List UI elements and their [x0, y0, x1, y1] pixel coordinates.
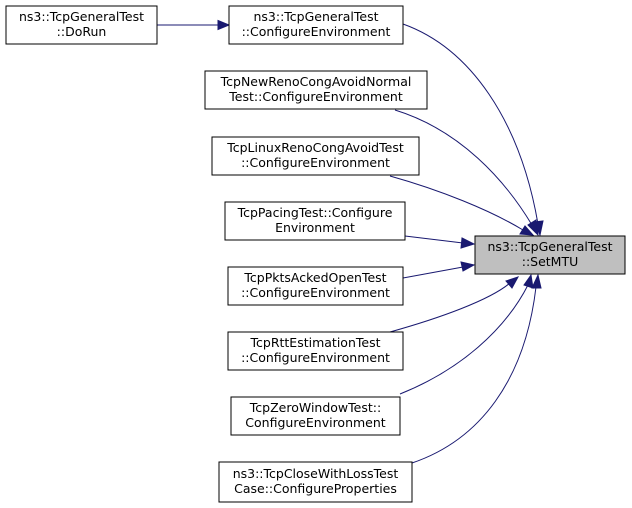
node-label-line2: ::ConfigureEnvironment	[241, 350, 390, 365]
edge-rttEstimation-to-setMTU	[389, 276, 520, 333]
node-setMTU-line1: ns3::TcpGeneralTest	[487, 239, 612, 254]
edge-doRun-to-configureEnvironment	[157, 19, 231, 31]
node-label-line2: ::ConfigureEnvironment	[242, 24, 391, 39]
node-label-line1: ns3::TcpGeneralTest	[253, 9, 378, 24]
node-doRun-line1: ns3::TcpGeneralTest	[19, 9, 144, 24]
node-closeWithLossTestCase[interactable]: ns3::TcpCloseWithLossTest Case::Configur…	[218, 461, 413, 503]
edge-pacing-to-setMTU	[404, 235, 476, 249]
node-label-line2: Case::ConfigureProperties	[234, 481, 397, 496]
node-label-line1: TcpNewRenoCongAvoidNormal	[220, 74, 412, 89]
node-newRenoCongAvoidNormal[interactable]: TcpNewRenoCongAvoidNormal Test::Configur…	[204, 70, 428, 110]
node-label-line2: Test::ConfigureEnvironment	[228, 89, 403, 104]
node-setMTU-line2: ::SetMTU	[522, 254, 579, 269]
node-label-line2: ConfigureEnvironment	[245, 415, 385, 430]
node-pacingTest[interactable]: TcpPacingTest::Configure Environment	[224, 201, 406, 241]
node-doRun[interactable]: ns3::TcpGeneralTest ::DoRun	[5, 5, 158, 45]
node-doRun-line2: ::DoRun	[57, 24, 107, 39]
node-zeroWindowTest[interactable]: TcpZeroWindowTest:: ConfigureEnvironment	[230, 396, 401, 436]
node-label-line1: TcpLinuxRenoCongAvoidTest	[226, 140, 404, 155]
node-label-line2: ::ConfigureEnvironment	[241, 155, 390, 170]
node-rttEstimationTest[interactable]: TcpRttEstimationTest ::ConfigureEnvironm…	[227, 331, 404, 371]
node-label-line2: Environment	[275, 220, 355, 235]
node-label-line1: TcpPacingTest::Configure	[237, 205, 393, 220]
node-label-line1: ns3::TcpCloseWithLossTest	[233, 466, 399, 481]
node-label-line1: TcpZeroWindowTest::	[249, 400, 381, 415]
edge-pktsAcked-to-setMTU	[402, 261, 476, 279]
node-label-line2: ::ConfigureEnvironment	[241, 285, 390, 300]
node-pktsAckedOpenTest[interactable]: TcpPktsAckedOpenTest ::ConfigureEnvironm…	[227, 266, 404, 306]
edge-generalTest-configureEnvironment-to-setMTU	[402, 23, 544, 237]
edge-zeroWindow-to-setMTU	[399, 273, 534, 395]
edge-newReno-to-setMTU	[394, 109, 539, 237]
node-generalTest-configureEnvironment[interactable]: ns3::TcpGeneralTest ::ConfigureEnvironme…	[228, 5, 404, 45]
node-label-line1: TcpRttEstimationTest	[250, 335, 381, 350]
edge-linuxReno-to-setMTU	[389, 175, 535, 236]
node-linuxRenoCongAvoid[interactable]: TcpLinuxRenoCongAvoidTest ::ConfigureEnv…	[211, 136, 420, 176]
node-label-line1: TcpPktsAckedOpenTest	[243, 270, 386, 285]
edge-closeWithLoss-to-setMTU	[411, 273, 542, 464]
node-setMTU[interactable]: ns3::TcpGeneralTest ::SetMTU	[474, 235, 626, 275]
